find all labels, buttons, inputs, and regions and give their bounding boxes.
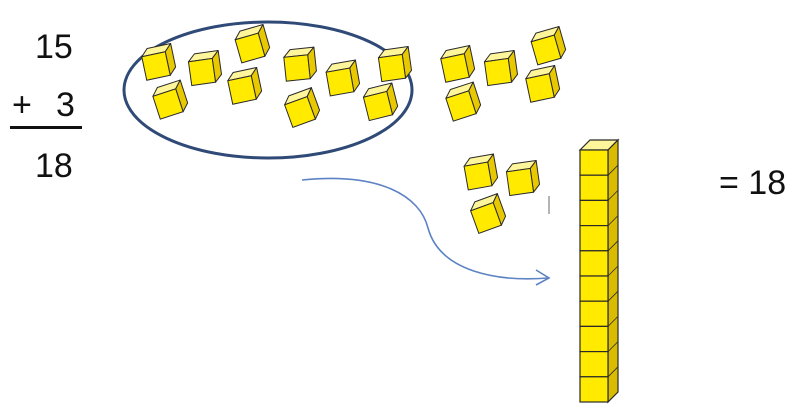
cube-front-face (227, 75, 257, 105)
unit-cube-icon (234, 23, 271, 64)
cube-front-face (141, 51, 171, 81)
ten-rod-side-line (607, 341, 619, 352)
ten-rod-unit (579, 376, 609, 403)
ten-rod-unit (579, 275, 609, 302)
cube-front-face (234, 32, 266, 64)
cube-front-face (505, 167, 535, 197)
result-equals-18: = 18 (719, 164, 786, 202)
ten-rod-unit (579, 174, 609, 201)
ten-rod-side-line (607, 316, 619, 327)
unit-cube-icon (445, 81, 482, 122)
addend-15: 15 (35, 28, 73, 66)
unit-cube-icon (530, 25, 567, 66)
ten-rod-unit (579, 300, 609, 328)
regroup-arrow-path (301, 177, 549, 280)
regroup-arrow-head (535, 269, 551, 286)
ten-rod-unit (579, 351, 609, 378)
unit-cube-icon (283, 46, 317, 82)
unit-cube-icon (505, 160, 541, 197)
ten-rod-unit (579, 325, 609, 353)
unit-cube-icon (187, 50, 223, 87)
ten-rod-unit (579, 149, 609, 176)
ten-rod-side-line (607, 366, 619, 378)
ten-rod-unit (579, 250, 609, 277)
cube-front-face (469, 201, 503, 235)
cube-front-face (525, 73, 555, 103)
cube-front-face (445, 90, 477, 122)
cube-front-face (283, 95, 317, 129)
sum-line (10, 126, 82, 129)
ten-rod (578, 138, 620, 404)
cube-front-face (463, 161, 493, 191)
addend-3: 3 (56, 86, 75, 124)
unit-cube-icon (325, 59, 361, 97)
unit-cube-icon (483, 50, 519, 87)
cube-front-face (325, 67, 355, 97)
cube-front-face (530, 34, 562, 66)
ten-rod-unit (579, 225, 609, 252)
unit-cube-icon (469, 193, 507, 235)
ten-rod-side-line (607, 265, 619, 277)
ten-rod-side-line (607, 240, 619, 252)
vertical-addition: 15 + 3 18 (10, 28, 82, 185)
unit-cube-icon (227, 66, 263, 105)
cube-front-face (440, 53, 470, 83)
plus-operator: + (12, 86, 32, 124)
unit-cube-icon (152, 79, 189, 120)
unit-cube-icon (362, 82, 399, 122)
cube-front-face (362, 90, 394, 122)
regroup-arrow (301, 177, 551, 286)
unit-cube-icon (377, 46, 413, 83)
cube-front-face (377, 53, 407, 83)
unit-cubes (141, 23, 567, 235)
ten-rod-side-line (607, 190, 619, 201)
unit-cube-icon (141, 42, 177, 81)
ten-rod-side-line (607, 139, 619, 151)
cube-front-face (187, 57, 217, 87)
unit-cube-icon (283, 87, 321, 129)
ten-rod-side-line (607, 215, 619, 226)
ten-ones-group-ellipse (122, 20, 414, 160)
ten-rod-side-line (607, 290, 619, 302)
cube-front-face (483, 57, 513, 87)
unit-cube-icon (440, 44, 476, 83)
cube-front-face (152, 88, 184, 120)
ten-rod-unit (579, 199, 609, 227)
ten-rod-side-line (607, 164, 619, 176)
sum-18: 18 (35, 147, 73, 185)
unit-cube-icon (463, 153, 499, 191)
unit-cube-icon (525, 64, 561, 103)
cube-front-face (283, 54, 311, 82)
